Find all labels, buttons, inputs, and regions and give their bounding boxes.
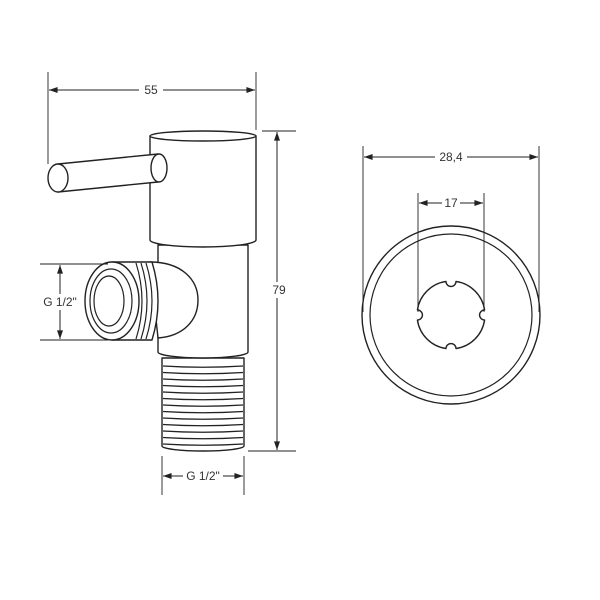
thread-line (162, 423, 244, 427)
thread-line (135, 262, 143, 340)
side-outlet-dome (149, 261, 199, 339)
lever-handle-end (47, 163, 69, 193)
dimension-flange-diameter: 28,4 (362, 146, 540, 312)
side-outlet-bore (93, 275, 125, 327)
thread-line (162, 417, 244, 420)
lever-handle-root (150, 153, 168, 183)
thread-line (140, 262, 148, 340)
side-outlet-face (84, 261, 140, 341)
lever-handle (57, 153, 159, 193)
height-label: 79 (272, 283, 286, 297)
valve-side-view (47, 130, 257, 452)
thread-line (162, 384, 244, 388)
dimension-width: 55 (47, 72, 257, 164)
thread-line (162, 378, 244, 381)
dimension-side-thread: G 1/2" (40, 263, 108, 341)
side-thread-label: G 1/2" (43, 295, 77, 309)
flange-front-view (361, 225, 541, 405)
shank-threads (162, 365, 244, 446)
handle-housing (149, 135, 257, 248)
side-outlet-ring (89, 268, 133, 334)
flange-center-hole (416, 280, 486, 350)
thread-line (162, 371, 244, 375)
dimension-hole-diameter: 17 (417, 193, 485, 312)
thread-line (162, 436, 244, 440)
handle-housing-top (149, 130, 257, 142)
thread-line (162, 430, 244, 433)
bottom-threaded-shank (161, 357, 245, 452)
bottom-thread-label: G 1/2" (186, 469, 220, 483)
thread-line (162, 404, 244, 407)
dimension-height: 79 (248, 130, 296, 452)
dimension-bottom-thread: G 1/2" (161, 456, 245, 495)
thread-line (162, 391, 244, 394)
thread-line (162, 365, 244, 368)
nut-threads (135, 262, 153, 340)
flange-inner-circle (369, 233, 533, 397)
width-label: 55 (144, 83, 158, 97)
thread-line (162, 397, 244, 401)
flange-diameter-label: 28,4 (439, 150, 463, 164)
hole-diameter-label: 17 (444, 196, 458, 210)
thread-line (145, 262, 153, 340)
thread-line (162, 410, 244, 414)
thread-line (162, 443, 244, 446)
